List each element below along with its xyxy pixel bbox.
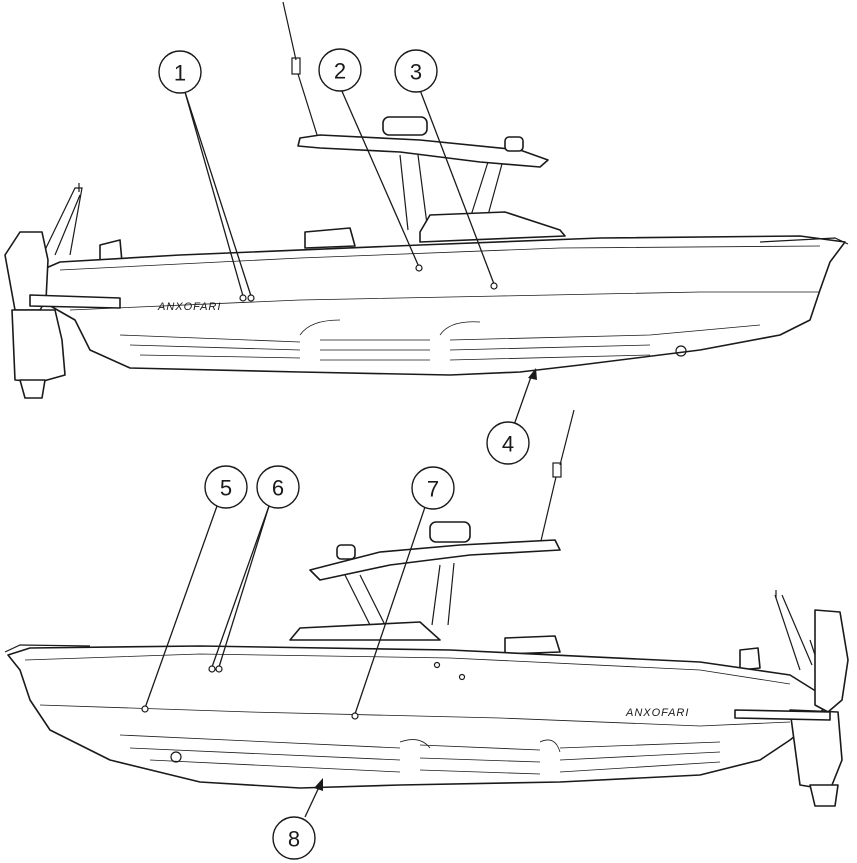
gunwale-line-top (59, 245, 821, 271)
antenna-base-top (291, 57, 301, 75)
leader-6b (218, 505, 270, 668)
leader-2 (340, 88, 420, 268)
rear-seat-bottom (739, 647, 761, 671)
leader-4 (513, 373, 533, 426)
callout-6: 6 (256, 465, 300, 509)
point-2 (415, 264, 423, 272)
antenna-top (282, 1, 297, 61)
radar-bottom (429, 521, 471, 543)
brand-text-bottom: ANXOFARI (625, 707, 689, 719)
arrow-4 (528, 368, 537, 380)
leader-7 (354, 506, 426, 715)
leaders (141, 88, 537, 818)
callout-3-label: 3 (410, 60, 422, 85)
ttop-roof-top (297, 134, 549, 168)
point-7 (351, 712, 359, 720)
boat-bottom-view: ANXOFARI (4, 409, 849, 807)
rear-arch-top (44, 187, 83, 256)
point-6b (215, 665, 223, 673)
point-6a (208, 665, 216, 673)
callout-5-label: 5 (220, 476, 232, 501)
strakes-1-top (119, 334, 301, 359)
callout-8-label: 8 (288, 827, 300, 852)
fitting-bottom-2 (458, 673, 466, 681)
ttop-leg-rear-bottom (431, 562, 455, 626)
antenna-mast-top (297, 73, 319, 139)
ttop-leg-front-bottom (344, 574, 386, 626)
light-bottom (336, 544, 356, 560)
transom-bracket-top (29, 294, 121, 309)
logo-emblem-bottom (170, 751, 182, 763)
strake-breaks-top (299, 319, 481, 336)
callout-7: 7 (411, 466, 455, 510)
strakes-3-top (449, 324, 761, 361)
leader-5 (144, 505, 218, 709)
boat-top-view: ANXOFARI (4, 1, 849, 399)
callout-3: 3 (394, 49, 438, 93)
outboard-leg-bottom (789, 709, 843, 791)
outboard-prop-bottom (809, 784, 839, 807)
strake-breaks-bottom (399, 739, 561, 753)
fitting-bottom-1 (433, 661, 441, 669)
point-3 (490, 282, 498, 290)
hull-stripe-bottom (39, 704, 791, 727)
leader-1a (184, 91, 244, 297)
point-1a (239, 294, 247, 302)
callout-8: 8 (272, 816, 316, 860)
strakes-1-bottom (119, 734, 401, 773)
ttop-roof-bottom (309, 539, 561, 581)
hull-bottom (7, 645, 831, 789)
hull-top (29, 235, 846, 376)
console-top (419, 211, 566, 243)
strakes-2-bottom (419, 744, 541, 775)
arrow-8 (314, 778, 323, 791)
transom-bracket-bottom (734, 709, 831, 721)
leader-8 (304, 784, 321, 818)
antenna-base-bottom (552, 462, 562, 478)
callout-5: 5 (204, 465, 248, 509)
callout-7-label: 7 (427, 477, 439, 502)
callout-6-label: 6 (272, 476, 284, 501)
callout-2: 2 (318, 48, 362, 92)
bow-rail-bottom (4, 644, 91, 653)
seat-bottom (504, 635, 561, 655)
brand-text-top: ANXOFARI (157, 301, 221, 313)
point-1b (247, 294, 255, 302)
seat-top (304, 227, 356, 249)
gunwale-line-bottom (24, 653, 791, 685)
hull-stripe-top (69, 291, 820, 311)
leader-6a (211, 505, 270, 668)
radar-top (382, 116, 428, 136)
callout-2-label: 2 (334, 59, 346, 84)
leader-1b (184, 91, 252, 297)
outboard-cowling-bottom (814, 609, 849, 713)
leader-3 (419, 89, 495, 285)
callout-1-label: 1 (174, 61, 186, 86)
point-5 (141, 705, 149, 713)
outboard-prop-top (19, 379, 46, 399)
antenna-mast-bottom (539, 476, 557, 546)
console-bottom (289, 621, 441, 641)
strakes-3-bottom (559, 741, 721, 773)
outboard-leg-top (11, 309, 66, 383)
light-top (504, 136, 524, 152)
callout-1: 1 (158, 50, 202, 94)
antenna-bottom (559, 409, 575, 466)
callout-4: 4 (486, 421, 530, 465)
ttop-leg-front-top (399, 154, 429, 233)
strakes-2-top (320, 339, 430, 361)
callout-4-label: 4 (502, 432, 514, 457)
logo-emblem-top (675, 345, 687, 357)
bow-rail-top (759, 237, 849, 245)
